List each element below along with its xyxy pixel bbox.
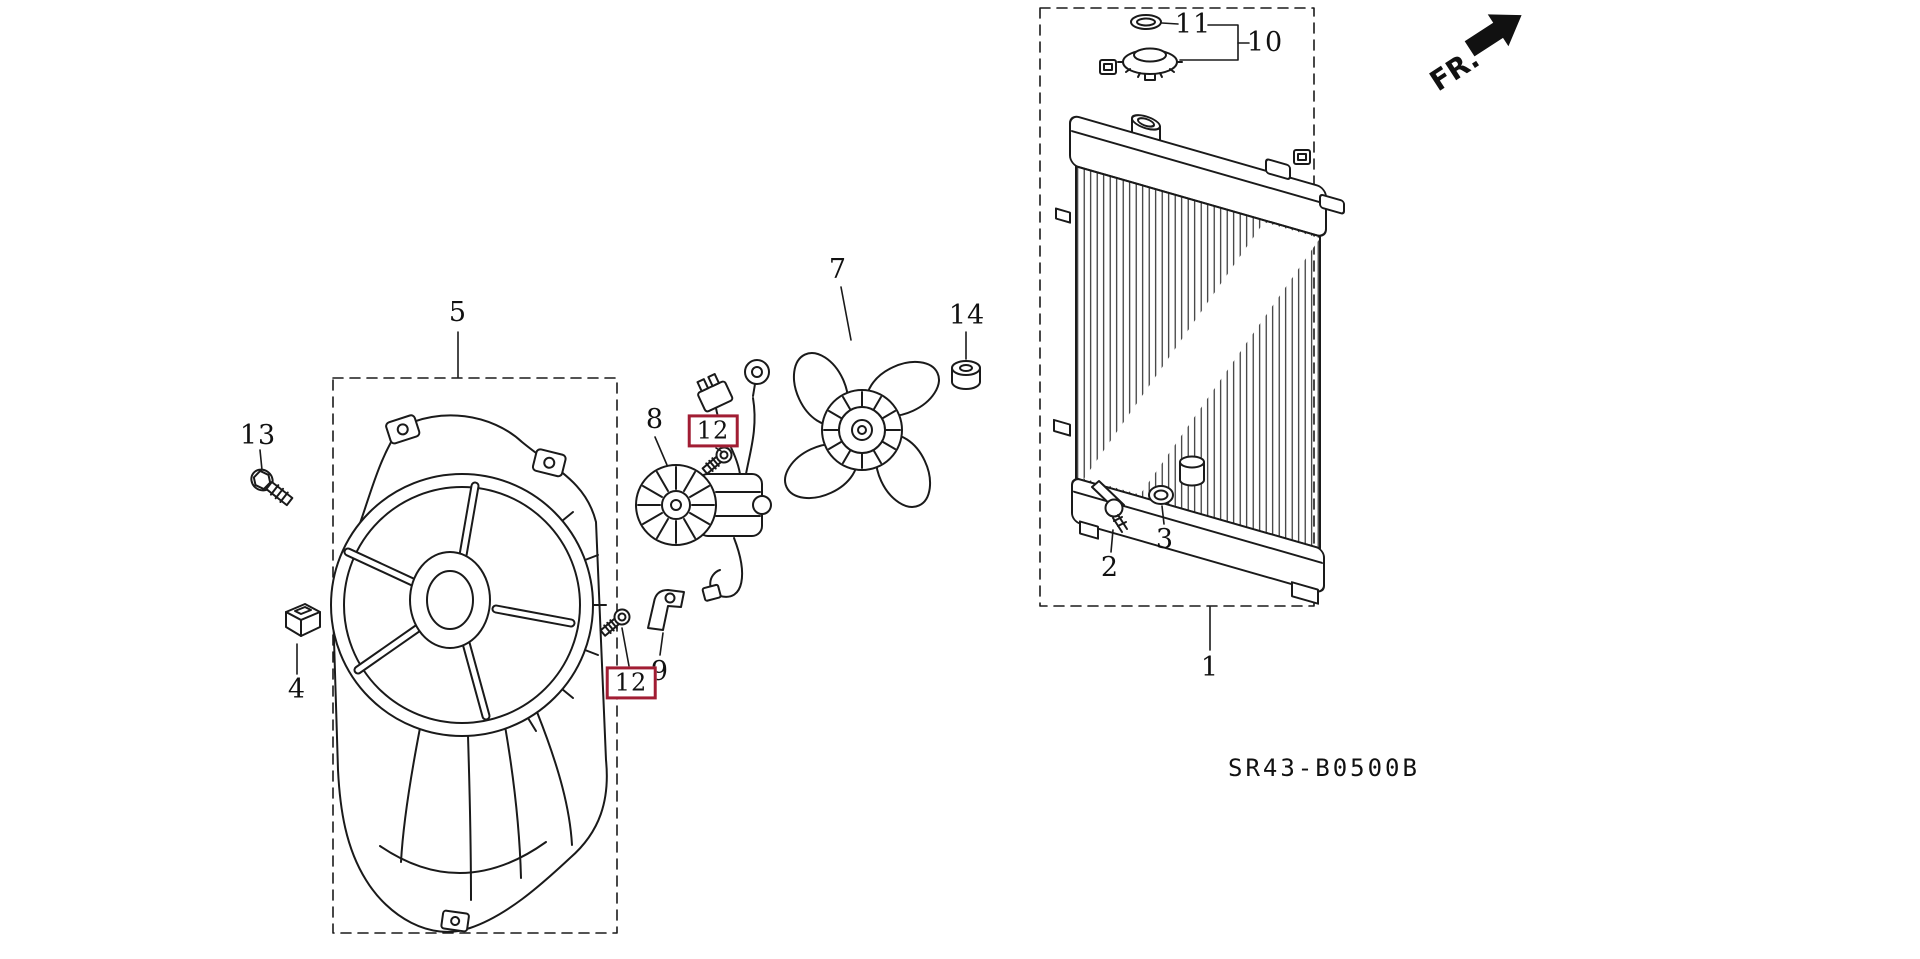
fan-shroud-illustration	[330, 414, 608, 933]
nut-illustration	[951, 360, 981, 390]
oring-illustration	[1148, 485, 1174, 505]
part-callout-drain-plug[interactable]: 2	[1100, 551, 1120, 583]
shroud-bounding-box	[332, 377, 618, 934]
part-callout-cap-seal[interactable]: 11	[1174, 8, 1212, 40]
part-callout-radiator[interactable]: 1	[1200, 651, 1220, 683]
bolt-illustration	[250, 468, 294, 507]
part-callout-radiator-cap[interactable]: 10	[1246, 26, 1284, 58]
mount-bushing-illustration	[1179, 455, 1205, 487]
part-callout-fan-motor[interactable]: 8	[645, 403, 665, 435]
callout-lines	[259, 22, 1250, 675]
radiator-cap-illustration	[1117, 47, 1183, 81]
part-callout-nut[interactable]: 14	[948, 299, 986, 331]
radiator-illustration	[1053, 114, 1345, 605]
fan-motor-illustration	[635, 464, 772, 546]
fan-blade-illustration	[784, 352, 940, 508]
radiator-clip-squares	[1099, 59, 1311, 165]
part-callout-screw-lower[interactable]: 12	[605, 666, 657, 700]
part-callout-fan-blade[interactable]: 7	[828, 253, 848, 285]
bracket-illustration	[647, 589, 685, 631]
diagram-code-text: SR43-B0500B	[1228, 754, 1420, 782]
part-callout-screw-upper[interactable]: 12	[687, 414, 739, 448]
cap-seal-illustration	[1130, 14, 1162, 30]
screw-lower-illustration	[599, 608, 631, 637]
part-callout-bolt[interactable]: 13	[239, 419, 277, 451]
part-callout-fan-shroud[interactable]: 5	[448, 296, 468, 328]
drain-plug-illustration	[1091, 480, 1128, 533]
part-callout-o-ring[interactable]: 3	[1155, 523, 1175, 555]
radiator-bounding-box	[1039, 7, 1315, 607]
part-callout-clip[interactable]: 4	[287, 673, 307, 705]
clip-illustration	[285, 603, 321, 637]
